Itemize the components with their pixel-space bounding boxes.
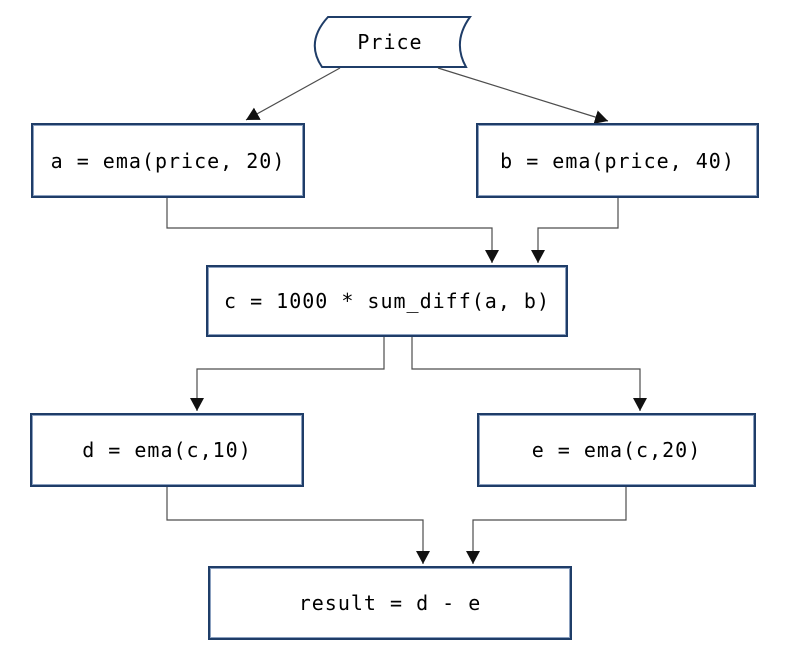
node-price: Price	[318, 24, 462, 60]
node-c-label: c = 1000 * sum_diff(a, b)	[223, 289, 551, 313]
edge-price-b	[437, 67, 609, 124]
node-result-label: result = d - e	[298, 591, 482, 615]
node-d-label: d = ema(c,10)	[82, 438, 252, 462]
edge-d-result	[166, 487, 430, 564]
edge-e-result	[466, 487, 627, 564]
node-e: e = ema(c,20)	[477, 413, 756, 487]
node-e-label: e = ema(c,20)	[531, 438, 702, 462]
node-a: a = ema(price, 20)	[31, 123, 305, 198]
edge-price-a	[245, 67, 341, 121]
edge-c-e	[411, 337, 647, 411]
stored-data-shape-price	[313, 16, 472, 68]
node-result: result = d - e	[208, 566, 572, 640]
node-b: b = ema(price, 40)	[476, 123, 759, 198]
node-c: c = 1000 * sum_diff(a, b)	[206, 265, 568, 337]
node-price-label: Price	[357, 30, 423, 54]
edge-c-d	[190, 337, 385, 411]
node-a-label: a = ema(price, 20)	[50, 148, 286, 173]
edge-a-c	[166, 198, 499, 263]
node-b-label: b = ema(price, 40)	[500, 148, 735, 173]
node-d: d = ema(c,10)	[30, 413, 304, 487]
edge-b-c	[531, 198, 619, 263]
